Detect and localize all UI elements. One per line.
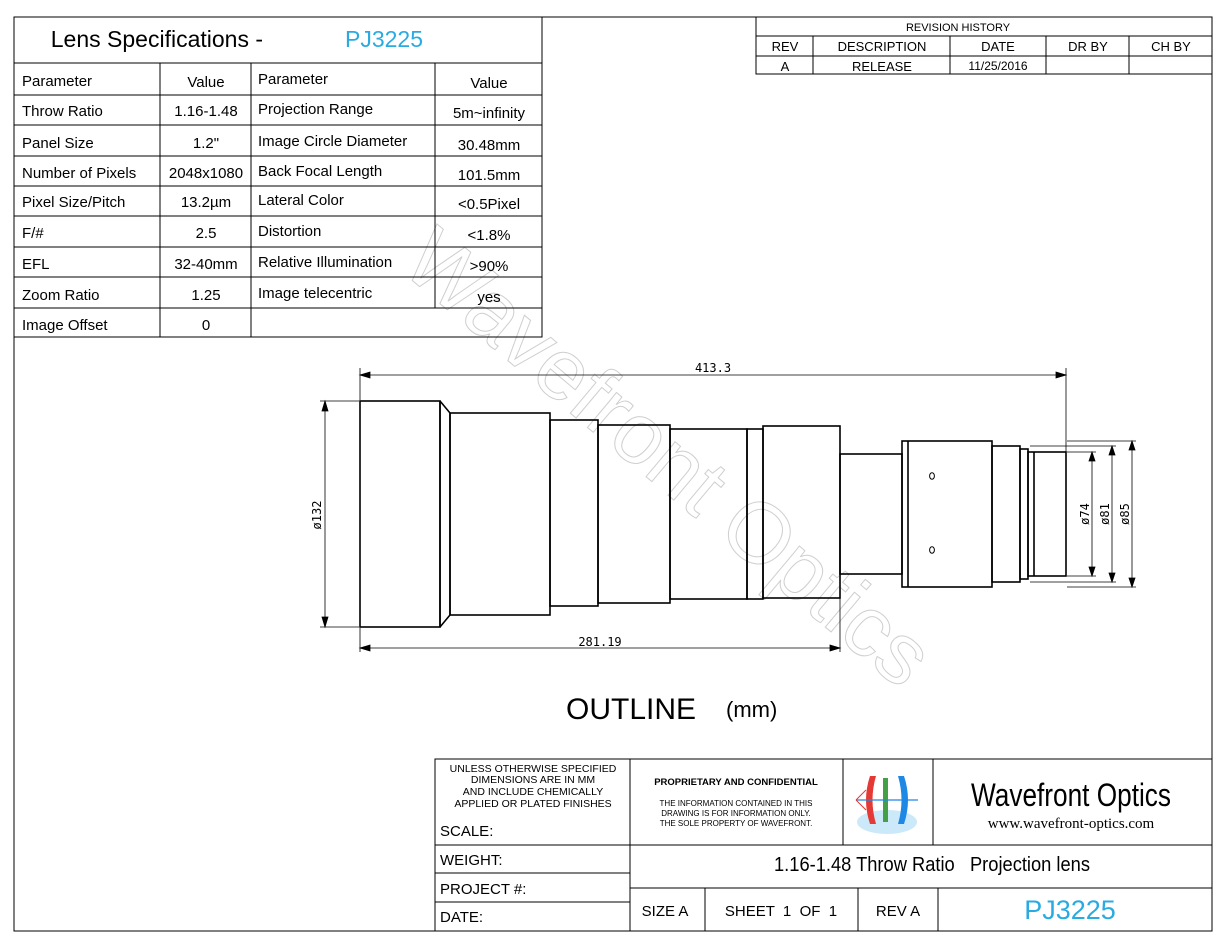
dim-diameter-74: ø74 (1078, 503, 1092, 525)
spec-param-left-4: Pixel Size/Pitch (22, 194, 125, 211)
spec-param-left-3: Number of Pixels (22, 165, 136, 182)
outline-unit: (mm) (726, 697, 777, 722)
tb-project-label: PROJECT #: (440, 881, 526, 898)
spec-param-left-1: Throw Ratio (22, 103, 103, 120)
spec-param-right-5: Distortion (258, 223, 321, 240)
rev-cell-date: 11/25/2016 (968, 59, 1027, 73)
title-block (434, 758, 1213, 932)
spec-value-left-8: 0 (202, 317, 210, 334)
spec-value-right-2: 30.48mm (458, 137, 521, 154)
screw-hole-bottom (929, 546, 935, 554)
spec-param-right-4: Lateral Color (258, 192, 344, 209)
spec-value-left-6: 32-40mm (174, 256, 237, 273)
lens-front-cap (359, 400, 441, 628)
spec-value-right-6: >90% (470, 258, 509, 275)
spec-title: Lens Specifications - (51, 26, 263, 52)
spec-param-left-2: Panel Size (22, 135, 94, 152)
tb-part-number: PJ3225 (1024, 895, 1116, 925)
spec-value-right-3: 101.5mm (458, 167, 521, 184)
rev-header-drby: DR BY (1068, 39, 1108, 54)
screw-hole-top (929, 472, 935, 480)
spec-value-left-7: 1.25 (191, 287, 220, 304)
spec-value-left-4: 13.2µm (181, 194, 231, 211)
lens-outline (359, 400, 1067, 628)
tb-proprietary-line-3: THE SOLE PROPERTY OF WAVEFRONT. (660, 819, 813, 828)
tb-sheet: SHEET 1 OF 1 (725, 903, 837, 920)
spec-param-right-6: Relative Illumination (258, 254, 392, 271)
header-parameter-2: Parameter (258, 71, 328, 88)
spec-value-right-1: 5m~infinity (453, 105, 526, 122)
rev-cell-rev: A (781, 59, 790, 74)
header-value-1: Value (187, 74, 224, 91)
spec-value-left-3: 2048x1080 (169, 165, 243, 182)
tb-company-website: www.wavefront-optics.com (988, 816, 1155, 832)
outline-label: OUTLINE (566, 693, 696, 726)
dim-body-length: 281.19 (578, 635, 621, 649)
rev-header-description: DESCRIPTION (838, 39, 927, 54)
header-parameter-1: Parameter (22, 73, 92, 90)
dim-diameter-81: ø81 (1098, 503, 1112, 525)
spec-table: Lens Specifications - PJ3225 Parameter V… (13, 16, 543, 338)
tb-proprietary-line-2: DRAWING IS FOR INFORMATION ONLY. (661, 809, 811, 818)
tb-note-line-4: APPLIED OR PLATED FINISHES (454, 798, 611, 810)
spec-value-left-5: 2.5 (196, 225, 217, 242)
rev-header-chby: CH BY (1151, 39, 1191, 54)
spec-value-left-2: 1.2" (193, 135, 219, 152)
spec-param-left-6: EFL (22, 256, 50, 273)
lens-rear-housing (901, 440, 993, 588)
dim-front-diameter: ø132 (310, 501, 324, 530)
tb-proprietary-line-1: THE INFORMATION CONTAINED IN THIS (660, 799, 813, 808)
header-value-2: Value (470, 75, 507, 92)
revision-title: REVISION HISTORY (906, 22, 1011, 34)
spec-value-right-5: <1.8% (468, 227, 511, 244)
tb-weight-label: WEIGHT: (440, 852, 503, 869)
spec-param-right-1: Projection Range (258, 101, 373, 118)
watermark-text: Wavefront Optics (386, 210, 950, 705)
tb-date-label: DATE: (440, 909, 483, 926)
tb-note-line-3: AND INCLUDE CHEMICALLY (463, 786, 603, 798)
revision-table: REVISION HISTORY REV DESCRIPTION DATE DR… (755, 16, 1213, 75)
company-logo-icon (855, 776, 918, 834)
lens-rear-ring-2 (1019, 448, 1029, 580)
tb-company-name: Wavefront Optics (971, 777, 1171, 813)
tb-proprietary-title: PROPRIETARY AND CONFIDENTIAL (654, 777, 818, 788)
dim-diameter-85: ø85 (1118, 503, 1132, 525)
spec-model: PJ3225 (345, 26, 423, 52)
spec-param-left-7: Zoom Ratio (22, 287, 100, 304)
spec-value-left-1: 1.16-1.48 (174, 103, 237, 120)
lens-rear-mount (1027, 451, 1067, 577)
tb-size: SIZE A (642, 903, 689, 920)
tb-description: 1.16-1.48 Throw Ratio Projection lens (774, 854, 1090, 876)
spec-value-right-4: <0.5Pixel (458, 196, 520, 213)
spec-param-right-3: Back Focal Length (258, 163, 382, 180)
lens-barrel-1 (449, 412, 551, 616)
tb-note-line-2: DIMENSIONS ARE IN MM (471, 774, 595, 786)
rev-header-date: DATE (981, 39, 1015, 54)
spec-param-right-2: Image Circle Diameter (258, 133, 407, 150)
rev-header-rev: REV (772, 39, 799, 54)
spec-param-left-8: Image Offset (22, 317, 108, 334)
rev-cell-description: RELEASE (852, 59, 912, 74)
spec-param-right-7: Image telecentric (258, 285, 373, 302)
tb-note-line-1: UNLESS OTHERWISE SPECIFIED (450, 763, 617, 775)
dim-overall-length: 413.3 (695, 361, 731, 375)
tb-scale-label: SCALE: (440, 823, 493, 840)
lens-rear-ring-1 (991, 445, 1021, 583)
lens-taper (439, 400, 451, 628)
spec-param-left-5: F/# (22, 225, 44, 242)
tb-rev: REV A (876, 903, 920, 920)
dimensions (320, 368, 1136, 652)
spec-value-right-7: yes (477, 289, 500, 306)
